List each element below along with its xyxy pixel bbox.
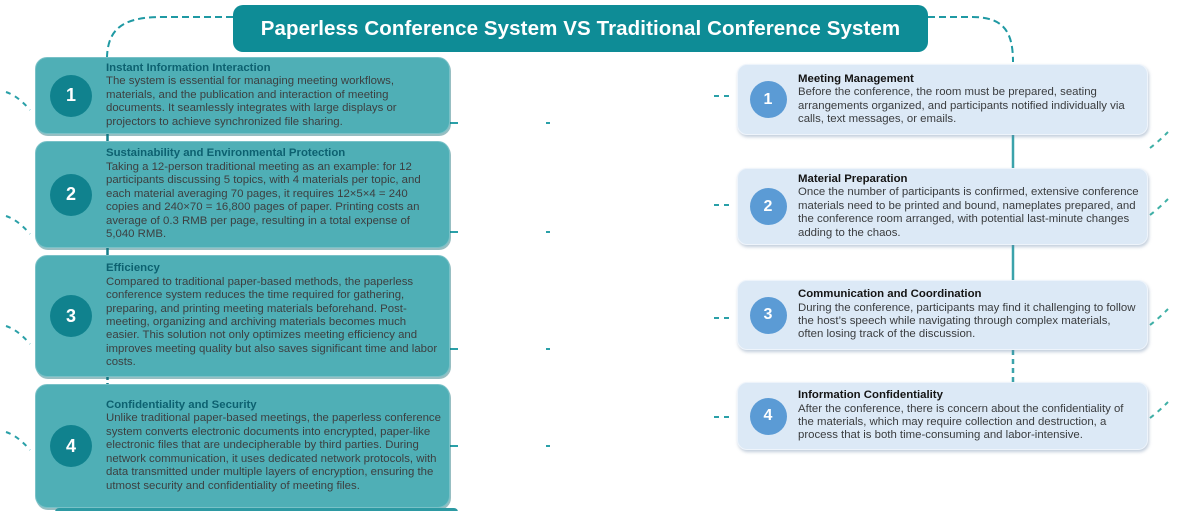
card-body: Before the conference, the room must be … — [798, 86, 1125, 125]
card-body: Unlike traditional paper-based meetings,… — [106, 412, 441, 492]
traditional-card-4: 4 Information Confidentiality After the … — [737, 382, 1148, 450]
paperless-card-3: 3 Efficiency Compared to traditional pap… — [35, 255, 450, 377]
right-arc-4 — [1149, 401, 1169, 419]
card-body: After the conference, there is concern a… — [798, 402, 1124, 442]
card-text: Efficiency Compared to traditional paper… — [106, 258, 449, 374]
card-title: Information Confidentiality — [798, 389, 943, 402]
card-text: Meeting Management Before the conference… — [798, 69, 1147, 131]
card-body: During the conference, participants may … — [798, 301, 1136, 341]
right-arc-1 — [1149, 131, 1169, 149]
card-body: Taking a 12-person traditional meeting a… — [106, 160, 421, 241]
card-title: Instant Information Interaction — [106, 61, 271, 74]
traditional-card-1: 1 Meeting Management Before the conferen… — [737, 64, 1148, 135]
card-title: Communication and Coordination — [798, 288, 982, 301]
paperless-card-2: 2 Sustainability and Environmental Prote… — [35, 141, 450, 248]
traditional-card-3: 3 Communication and Coordination During … — [737, 280, 1148, 350]
left-arc-1 — [5, 91, 31, 111]
step-number-badge: 4 — [50, 425, 92, 467]
paperless-card-4: 4 Confidentiality and Security Unlike tr… — [35, 384, 450, 508]
number-column: 4 — [738, 397, 798, 435]
step-number-badge: 3 — [50, 295, 92, 337]
step-number-badge: 3 — [749, 296, 787, 334]
card-text: Sustainability and Environmental Protect… — [106, 143, 449, 245]
card-text: Confidentiality and Security Unlike trad… — [106, 395, 449, 497]
card-text: Information Confidentiality After the co… — [798, 385, 1147, 447]
card-body: The system is essential for managing mee… — [106, 75, 397, 128]
step-number-badge: 1 — [50, 74, 92, 117]
step-number-badge: 1 — [749, 81, 787, 118]
right-arc-3 — [1149, 308, 1169, 326]
clipped-card-edge — [55, 508, 458, 511]
diagram-title: Paperless Conference System VS Tradition… — [260, 16, 901, 40]
number-column: 1 — [36, 74, 106, 117]
paperless-card-1: 1 Instant Information Interaction The sy… — [35, 57, 450, 134]
right-arc-2 — [1149, 198, 1169, 216]
card-title: Confidentiality and Security — [106, 398, 257, 411]
card-text: Instant Information Interaction The syst… — [106, 58, 449, 133]
title-right-connector — [928, 16, 1014, 63]
card-text: Material Preparation Once the number of … — [798, 169, 1147, 244]
number-column: 2 — [738, 188, 798, 225]
step-number-badge: 2 — [50, 173, 92, 216]
number-column: 1 — [738, 81, 798, 118]
card-body: Compared to traditional paper-based meth… — [106, 275, 438, 369]
step-number-badge: 2 — [749, 188, 787, 225]
number-column: 2 — [36, 173, 106, 216]
title-left-connector — [106, 16, 233, 58]
card-body: Once the number of participants is confi… — [798, 186, 1139, 239]
card-title: Sustainability and Environmental Protect… — [106, 147, 346, 160]
card-title: Material Preparation — [798, 172, 908, 185]
card-title: Efficiency — [106, 262, 160, 275]
step-number-badge: 4 — [749, 397, 787, 435]
card-text: Communication and Coordination During th… — [798, 284, 1147, 346]
number-column: 4 — [36, 425, 106, 467]
left-arc-2 — [5, 215, 31, 235]
number-column: 3 — [738, 296, 798, 334]
number-column: 3 — [36, 295, 106, 337]
left-arc-3 — [5, 325, 31, 345]
diagram-title-banner: Paperless Conference System VS Tradition… — [233, 5, 928, 52]
card-title: Meeting Management — [798, 72, 914, 85]
left-arc-4 — [5, 431, 31, 451]
traditional-card-2: 2 Material Preparation Once the number o… — [737, 168, 1148, 245]
